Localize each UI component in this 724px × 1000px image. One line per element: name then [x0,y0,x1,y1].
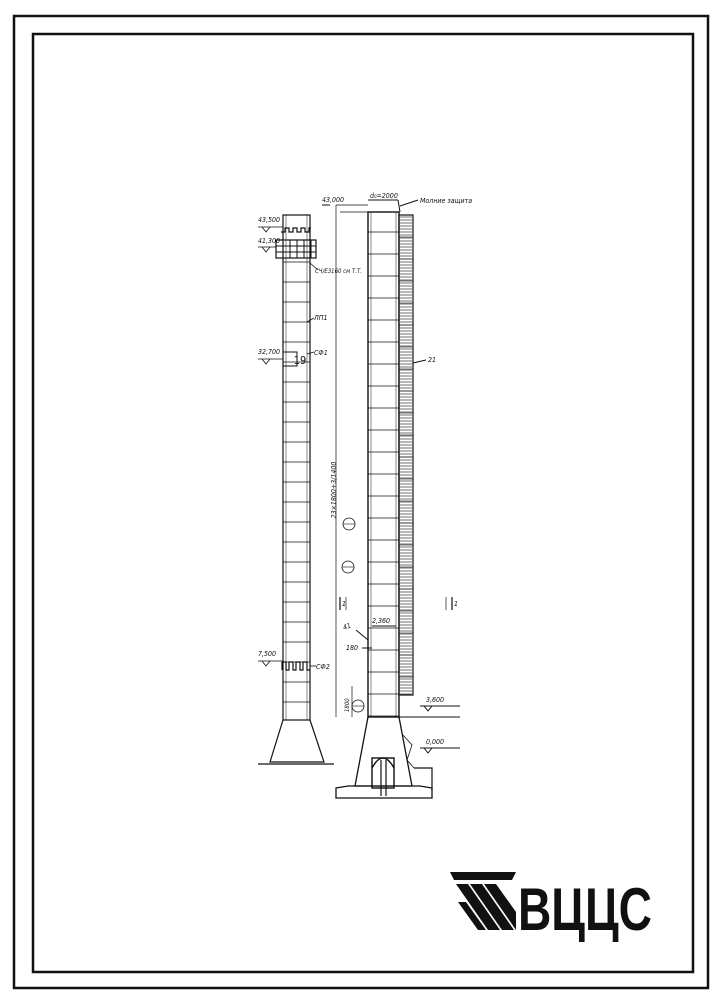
dim-180-label: 180 [346,644,358,652]
elev-43500: 43,500 [258,216,280,224]
left-chimney-elevation [258,214,334,765]
elev-32700: 32,700 [258,348,280,356]
platform-label: СЧ/ЕЗ160 см Т.Т. [315,268,362,275]
elev-43000: 43,000 [322,196,344,204]
sf2-label: СФ2 [316,663,330,671]
elev-3600: 3,600 [426,696,444,704]
item-21-label: 21 [428,356,436,364]
item-41-label: 41 [342,622,352,632]
vertical-dimension-label: 23×1800+3/1400 [330,462,338,519]
logo-text: ВЦЦС [518,876,652,943]
dim-1800-label: 1800 [344,698,351,712]
inner-frame [31,32,695,974]
cut-1-left: 1 [342,600,346,608]
ladder-label: ЛП1 [313,314,327,322]
number-19: 19 [294,354,307,367]
diameter-label: d₀=2000 [370,192,398,200]
outer-frame [12,14,710,990]
right-chimney-section [322,199,460,799]
cut-1-right: 1 [454,600,458,608]
elev-7500: 7,500 [258,650,276,658]
logo-emblem-icon [450,872,516,930]
elev-0000: 0,000 [426,738,444,746]
lightning-protection-label: Молние защита [420,197,472,205]
sf1-label: СФ1 [314,349,328,357]
left-elevation-marks [258,226,319,667]
elev-41300: 41,300 [258,237,280,245]
dim-2360-label: 2,360 [372,617,390,625]
vcs-logo: ВЦЦС [450,872,652,943]
